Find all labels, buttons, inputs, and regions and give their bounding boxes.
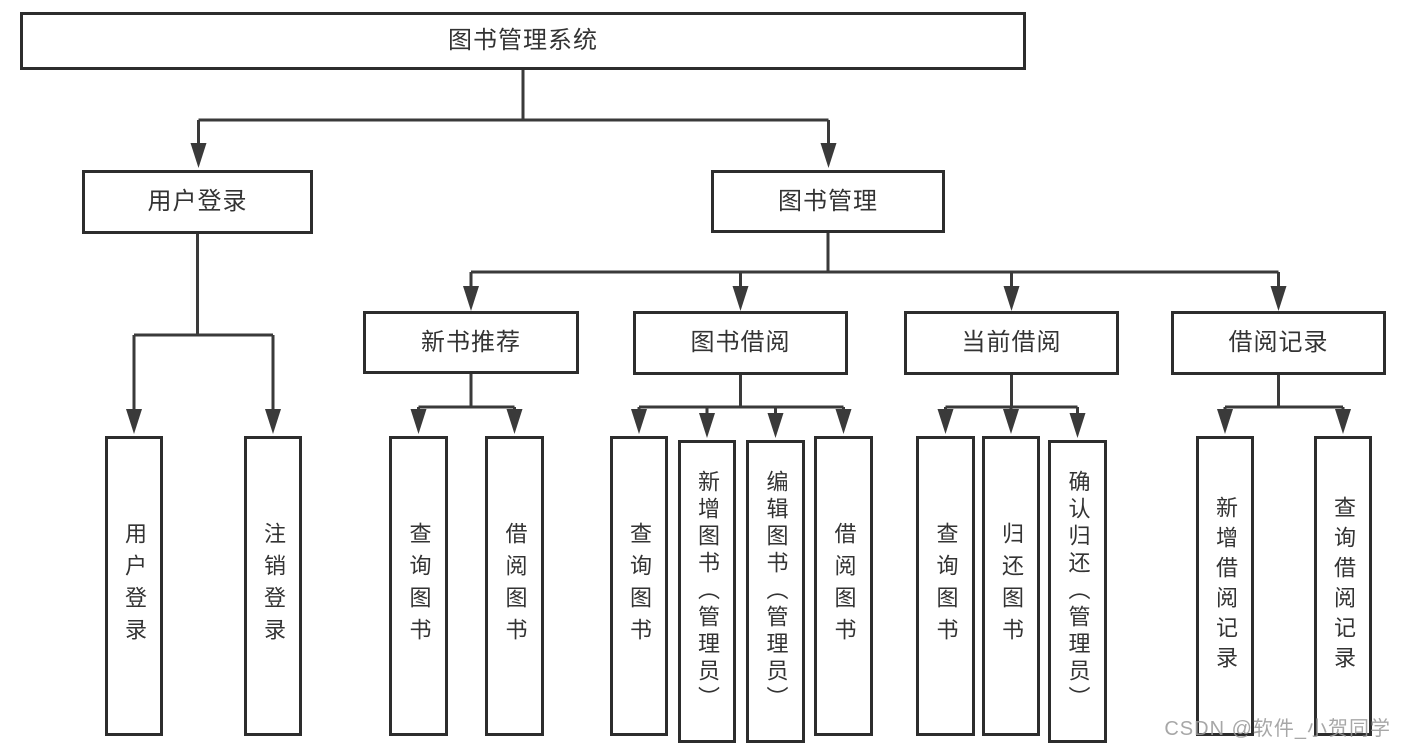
node-borrow-records: 借阅记录 — [1171, 311, 1386, 375]
leaf-query-borrow-record-label: 查询借阅记录 — [1331, 496, 1356, 676]
node-book-borrow: 图书借阅 — [633, 311, 848, 375]
leaf-add-book-admin: 新增图书（管理员） — [678, 440, 736, 743]
node-book-management-label: 图书管理 — [778, 187, 878, 215]
node-current-borrow: 当前借阅 — [904, 311, 1119, 375]
leaf-borrow-book-1-label: 借阅图书 — [502, 522, 528, 650]
leaf-query-book-2: 查询图书 — [610, 436, 668, 736]
leaf-edit-book-admin-label: 编辑图书（管理员） — [763, 470, 789, 713]
leaf-query-book-3: 查询图书 — [916, 436, 975, 736]
node-root-system: 图书管理系统 — [20, 12, 1026, 70]
leaf-borrow-book-2: 借阅图书 — [814, 436, 873, 736]
leaf-borrow-book-1: 借阅图书 — [485, 436, 544, 736]
leaf-confirm-return-admin-label: 确认归还（管理员） — [1065, 470, 1091, 713]
leaf-add-borrow-record-label: 新增借阅记录 — [1213, 496, 1238, 676]
leaf-query-book-1-label: 查询图书 — [406, 522, 432, 650]
leaf-user-login-label: 用户登录 — [122, 522, 147, 650]
leaf-confirm-return-admin: 确认归还（管理员） — [1048, 440, 1107, 743]
node-current-borrow-label: 当前借阅 — [961, 329, 1062, 356]
leaf-borrow-book-2-label: 借阅图书 — [831, 522, 857, 650]
node-user-login: 用户登录 — [82, 170, 313, 234]
leaf-logout-label: 注销登录 — [261, 522, 286, 650]
leaf-query-borrow-record: 查询借阅记录 — [1314, 436, 1372, 736]
leaf-add-book-admin-label: 新增图书（管理员） — [695, 470, 720, 713]
node-root-system-label: 图书管理系统 — [448, 27, 598, 54]
node-borrow-records-label: 借阅记录 — [1228, 329, 1329, 356]
node-user-login-label: 用户登录 — [147, 188, 248, 215]
leaf-return-book: 归还图书 — [982, 436, 1040, 736]
leaf-query-book-1: 查询图书 — [389, 436, 448, 736]
node-book-management: 图书管理 — [711, 170, 945, 233]
leaf-query-book-3-label: 查询图书 — [933, 522, 959, 650]
leaf-query-book-2-label: 查询图书 — [627, 522, 652, 650]
node-new-book-recommend-label: 新书推荐 — [421, 328, 521, 356]
leaf-user-login: 用户登录 — [105, 436, 163, 736]
node-book-borrow-label: 图书借阅 — [690, 329, 791, 356]
node-new-book-recommend: 新书推荐 — [363, 311, 579, 374]
leaf-add-borrow-record: 新增借阅记录 — [1196, 436, 1254, 736]
leaf-edit-book-admin: 编辑图书（管理员） — [746, 440, 805, 743]
leaf-logout: 注销登录 — [244, 436, 302, 736]
leaf-return-book-label: 归还图书 — [999, 522, 1024, 650]
